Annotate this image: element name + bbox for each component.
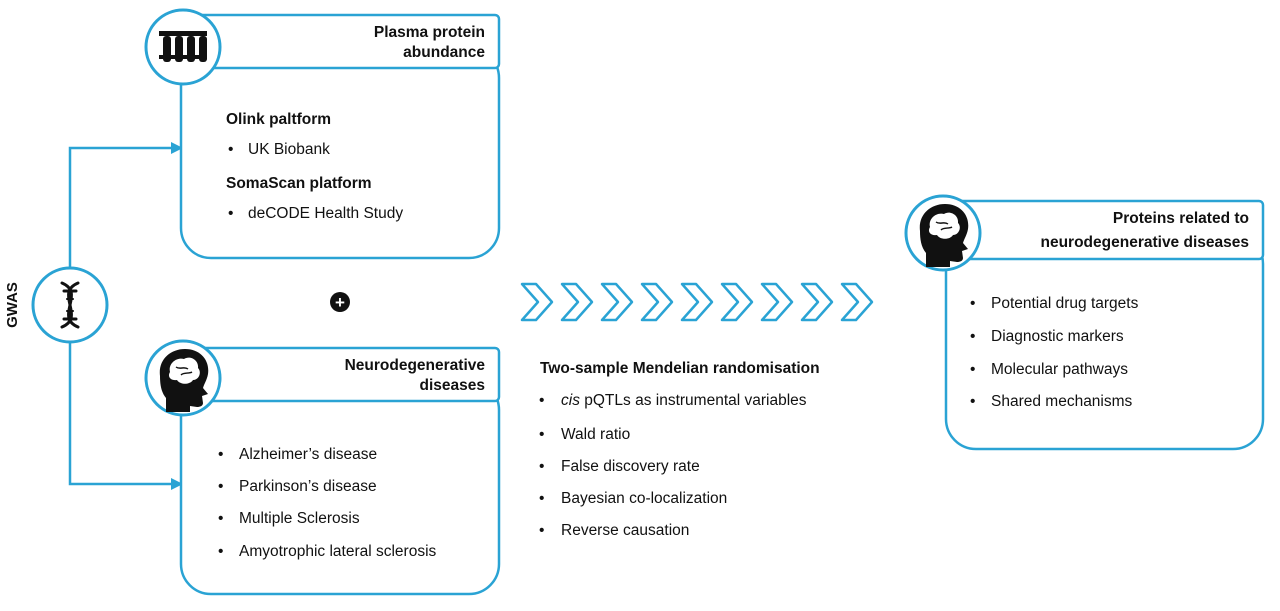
neuro-bullet-3: • bbox=[218, 510, 223, 527]
chevron-arrow-icon bbox=[720, 282, 754, 322]
result-bullet-1: • bbox=[970, 295, 975, 312]
olink-bullet: • bbox=[228, 141, 233, 158]
neuro-bullet-1: • bbox=[218, 446, 223, 463]
neuro-item-als: Amyotrophic lateral sclerosis bbox=[239, 543, 437, 560]
chevron-arrow-icon bbox=[760, 282, 794, 322]
result-item-diagnostic-markers: Diagnostic markers bbox=[991, 328, 1124, 345]
neuro-bullet-2: • bbox=[218, 478, 223, 495]
somascan-item-decode: deCODE Health Study bbox=[248, 205, 403, 222]
result-item-shared-mechanisms: Shared mechanisms bbox=[991, 393, 1133, 410]
mr-title: Two-sample Mendelian randomisation bbox=[540, 360, 820, 377]
chevron-arrow-icon bbox=[840, 282, 874, 322]
mr-bullet-3: • bbox=[539, 458, 544, 475]
mr-bullet-4: • bbox=[539, 490, 544, 507]
chevron-arrow-row bbox=[520, 282, 874, 322]
mr-bullet-2: • bbox=[539, 426, 544, 443]
mr-item-fdr: False discovery rate bbox=[561, 458, 700, 475]
result-card: Proteins related to neurodegenerative di… bbox=[904, 194, 1265, 451]
chevron-arrow-icon bbox=[600, 282, 634, 322]
mr-item-cis: cis bbox=[561, 392, 580, 409]
neuro-item-parkinsons: Parkinson’s disease bbox=[239, 478, 377, 495]
mr-item-pqtls: pQTLs as instrumental variables bbox=[580, 392, 807, 409]
plasma-title-line1: Plasma protein bbox=[374, 24, 485, 41]
test-tubes-icon bbox=[159, 31, 207, 62]
result-bullet-3: • bbox=[970, 361, 975, 378]
neuro-title-line2: diseases bbox=[420, 377, 486, 394]
somascan-bullet: • bbox=[228, 205, 233, 222]
mr-item-wald-ratio: Wald ratio bbox=[561, 426, 630, 443]
olink-item-uk-biobank: UK Biobank bbox=[248, 141, 330, 158]
plasma-title-line2: abundance bbox=[403, 44, 485, 61]
neuro-item-alzheimers: Alzheimer’s disease bbox=[239, 446, 377, 463]
plus-symbol: + bbox=[335, 293, 345, 312]
brain-head-icon bbox=[159, 349, 209, 412]
result-item-drug-targets: Potential drug targets bbox=[991, 295, 1139, 312]
result-item-molecular-pathways: Molecular pathways bbox=[991, 361, 1128, 378]
dna-icon bbox=[60, 281, 80, 329]
brain-head-icon bbox=[919, 204, 969, 267]
gwas-node bbox=[31, 266, 109, 344]
mr-item-colocalization: Bayesian co-localization bbox=[561, 490, 727, 507]
mr-item-reverse-causation: Reverse causation bbox=[561, 522, 689, 539]
neuro-card: Neurodegenerative diseases • Alzheimer’s… bbox=[144, 339, 501, 596]
olink-title: Olink paltform bbox=[226, 111, 331, 128]
neuro-item-ms: Multiple Sclerosis bbox=[239, 510, 360, 527]
plasma-card: Plasma protein abundance Olink paltform … bbox=[144, 8, 501, 260]
gwas-label: GWAS bbox=[4, 282, 21, 328]
neuro-title-line1: Neurodegenerative bbox=[345, 357, 486, 374]
arrowhead-to-plasma bbox=[171, 142, 183, 154]
result-bullet-4: • bbox=[970, 393, 975, 410]
plus-icon: + bbox=[330, 292, 350, 312]
chevron-arrow-icon bbox=[640, 282, 674, 322]
mr-method-block: Two-sample Mendelian randomisation • cis… bbox=[539, 360, 820, 539]
result-title-line2: neurodegenerative diseases bbox=[1041, 234, 1250, 251]
chevron-arrow-icon bbox=[800, 282, 834, 322]
somascan-title: SomaScan platform bbox=[226, 175, 372, 192]
chevron-arrow-icon bbox=[560, 282, 594, 322]
mr-bullet-5: • bbox=[539, 522, 544, 539]
mr-bullet-1: • bbox=[539, 392, 544, 409]
mr-item-cis-pqtls: cis pQTLs as instrumental variables bbox=[561, 392, 807, 409]
result-bullet-2: • bbox=[970, 328, 975, 345]
arrowhead-to-neuro bbox=[171, 478, 183, 490]
chevron-arrow-icon bbox=[520, 282, 554, 322]
result-title-line1: Proteins related to bbox=[1113, 210, 1249, 227]
neuro-bullet-4: • bbox=[218, 543, 223, 560]
gwas-connector bbox=[68, 146, 172, 486]
chevron-arrow-icon bbox=[680, 282, 714, 322]
